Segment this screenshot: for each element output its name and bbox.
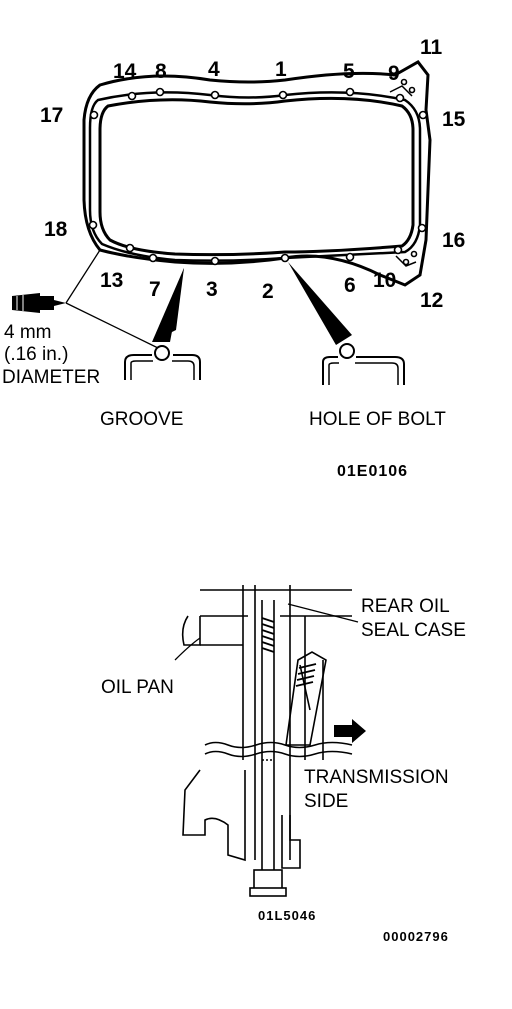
- rear-oil-seal-assembly: [181, 585, 353, 897]
- bolt-number-4: 4: [208, 58, 220, 81]
- bolt-number-18: 18: [44, 218, 68, 241]
- bolt-number-8: 8: [155, 60, 167, 83]
- direction-arrow-icon: [334, 719, 366, 743]
- bead-leader-lines: [65, 249, 159, 349]
- groove-label: GROOVE: [100, 409, 183, 430]
- bolt-hole: [345, 252, 355, 262]
- bolt-hole: [127, 91, 137, 101]
- bolt-hole: [210, 256, 220, 266]
- transmission-side-line1: TRANSMISSION: [304, 767, 449, 788]
- bolt-number-15: 15: [442, 108, 466, 131]
- bolt-number-9: 9: [388, 62, 400, 85]
- bottom-leader-lines: [174, 603, 359, 661]
- bolt-number-13: 13: [100, 269, 123, 292]
- sealant-tube-icon: [12, 293, 66, 313]
- bolt-hole: [210, 90, 220, 100]
- top-figure-code: 01E0106: [337, 463, 408, 480]
- bolt-hole: [89, 110, 99, 120]
- bolt-hole: [410, 250, 418, 258]
- bolt-number-14: 14: [113, 60, 137, 83]
- bolt-hole: [395, 93, 405, 103]
- rear-oil-seal-label-line1: REAR OIL: [361, 596, 450, 617]
- bolt-hole: [125, 243, 135, 253]
- oil-pan-outline: [82, 60, 432, 287]
- groove-callout: [124, 268, 201, 380]
- bead-size-line1: 4 mm: [4, 322, 52, 343]
- bolt-hole: [155, 87, 165, 97]
- bolt-hole: [402, 258, 410, 266]
- bottom-figure-code: 01L5046: [258, 908, 316, 923]
- bolt-thread-marks: [261, 617, 317, 687]
- hole-of-bolt-callout: [288, 262, 405, 385]
- bolt-holes: [88, 78, 428, 266]
- document-code: 00002796: [383, 929, 449, 944]
- bolt-hole: [345, 87, 355, 97]
- bolt-hole: [400, 78, 408, 86]
- bolt-number-6: 6: [344, 274, 356, 297]
- bolt-number-11: 11: [420, 36, 443, 59]
- bolt-hole: [418, 110, 428, 120]
- bolt-number-labels: 1 2 3 4 5 6 7 8 9 10 11 12 13 14 15 16 1…: [40, 36, 466, 312]
- bolt-number-10: 10: [373, 269, 396, 292]
- bolt-number-7: 7: [149, 278, 161, 301]
- bolt-number-2: 2: [262, 280, 274, 303]
- bolt-number-1: 1: [275, 58, 287, 81]
- bolt-number-5: 5: [343, 60, 355, 83]
- bolt-number-16: 16: [442, 229, 465, 252]
- transmission-side-line2: SIDE: [304, 791, 348, 812]
- bolt-hole: [88, 220, 98, 230]
- bolt-number-17: 17: [40, 104, 63, 127]
- bolt-hole: [148, 253, 158, 263]
- bolt-hole: [408, 86, 416, 94]
- bolt-hole: [417, 223, 427, 233]
- bead-size-line3: DIAMETER: [2, 367, 100, 388]
- bolt-number-12: 12: [420, 289, 443, 312]
- oil-pan-label: OIL PAN: [101, 677, 174, 698]
- hole-of-bolt-label: HOLE OF BOLT: [309, 409, 446, 430]
- rear-oil-seal-label-line2: SEAL CASE: [361, 620, 466, 641]
- bolt-hole: [280, 253, 290, 263]
- bolt-hole: [393, 245, 403, 255]
- bead-size-line2: (.16 in.): [4, 344, 68, 365]
- bolt-hole: [278, 90, 288, 100]
- bolt-number-3: 3: [206, 278, 218, 301]
